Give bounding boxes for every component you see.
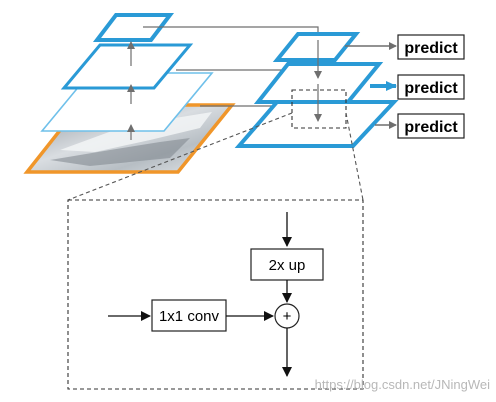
upsample-label: 2x up <box>269 257 306 274</box>
sum-symbol: + <box>283 308 292 325</box>
zoom-connector-right <box>345 112 364 201</box>
detail-panel <box>67 199 364 390</box>
top-down-layer-3 <box>234 100 399 148</box>
predict-label-low: predict <box>404 119 458 136</box>
conv-label: 1x1 conv <box>159 308 220 325</box>
top-down-layer-1 <box>272 32 361 62</box>
predict-label-top: predict <box>404 40 458 57</box>
bottom-up-layer-3 <box>60 43 194 90</box>
bottom-up-layer-4 <box>92 13 175 42</box>
predict-box-low <box>397 113 465 139</box>
predict-box-top <box>397 34 465 60</box>
upsample-box <box>250 248 324 281</box>
conv-box <box>151 299 227 332</box>
input-image-boat-shadow <box>50 138 190 166</box>
watermark: https://blog.csdn.net/JNingWei <box>315 377 490 392</box>
zoom-connector-left <box>67 112 293 201</box>
predict-box-mid <box>397 74 465 100</box>
zoom-region-box <box>291 89 347 129</box>
input-image-boat <box>60 112 212 152</box>
predict-label-mid: predict <box>404 80 458 97</box>
